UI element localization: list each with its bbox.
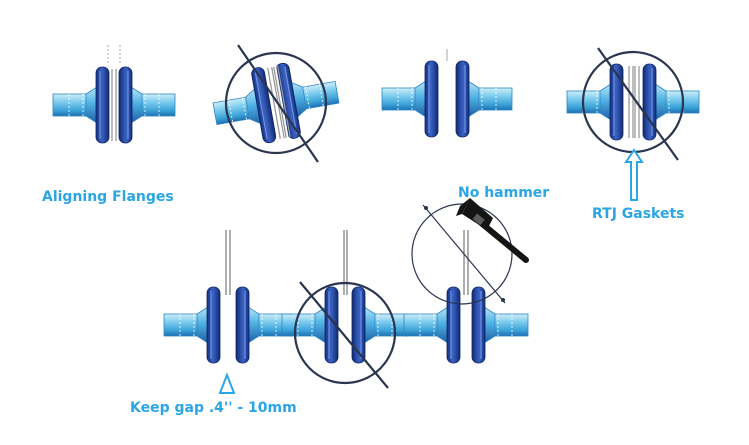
label-keep-gap: Keep gap .4'' - 10mm [130,400,297,416]
gasket [111,68,117,142]
panel-no-hammer [381,49,512,138]
no-sign-icon [411,203,513,305]
label-no-hammer: No hammer [458,185,550,201]
triangle-gap-icon [218,372,236,394]
label-aligning-flanges: Aligning Flanges [42,189,174,205]
panel-misaligned-prohibited [207,44,343,163]
panel-aligning-flanges [52,45,175,144]
arrow-up-icon [624,148,644,201]
hammer-icon [456,198,529,263]
label-rtj-gaskets: RTJ Gaskets [592,206,685,222]
panel-rtj-gaskets [566,47,699,201]
panel-keep-gap [163,230,292,394]
panel-insertion-prohibited [281,230,408,389]
no-sign-icon [224,44,328,163]
panel-hammer-prohibited [403,198,529,364]
no-sign-icon [293,281,397,389]
